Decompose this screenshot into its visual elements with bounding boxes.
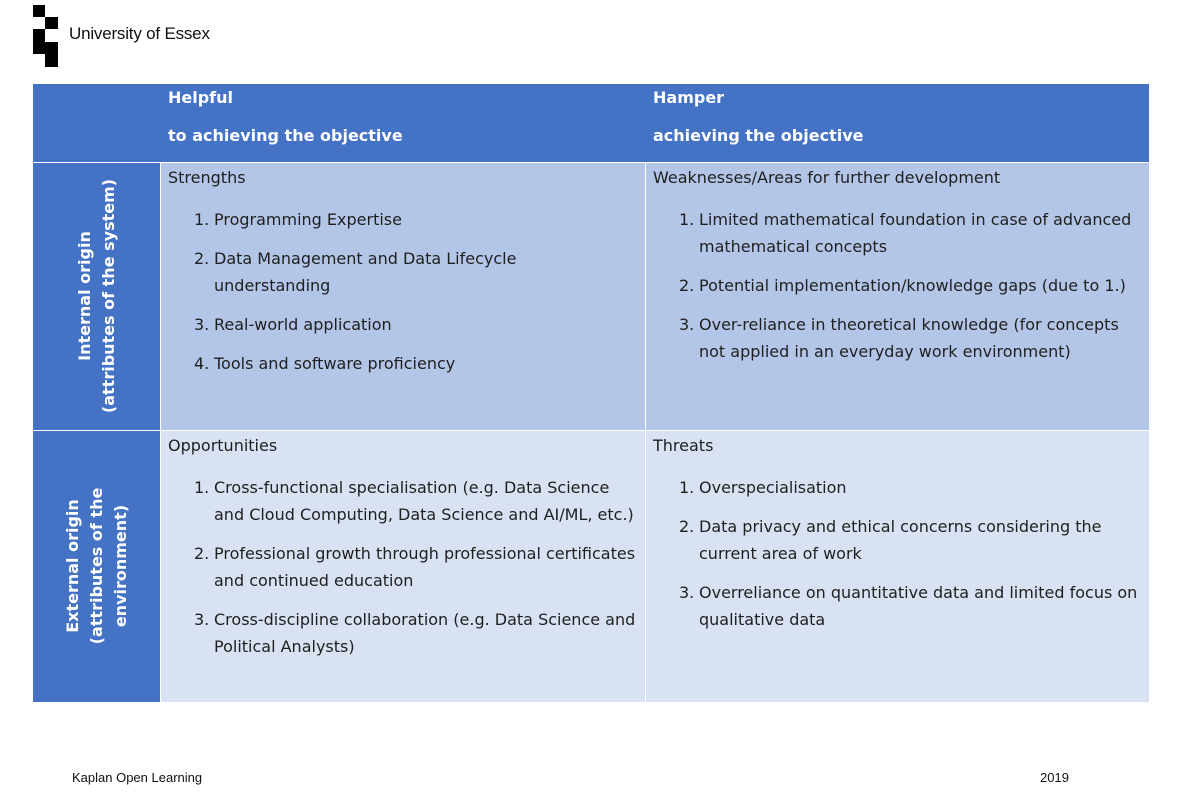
- strengths-cell: Strengths 1.Programming Expertise 2.Data…: [160, 162, 645, 430]
- row-header-external: External origin (attributes of the envir…: [33, 430, 160, 702]
- row-header-title: External origin: [62, 499, 82, 633]
- opportunities-cell: Opportunities 1.Cross-functional special…: [160, 430, 645, 702]
- column-header-title: Hamper: [653, 88, 725, 107]
- grid-divider: [160, 162, 161, 702]
- row-header-subtitle-cont: environment): [110, 504, 130, 628]
- list-item: 2.Professional growth through profession…: [194, 544, 636, 590]
- row-header-title: Internal origin: [74, 231, 94, 361]
- weaknesses-title: Weaknesses/Areas for further development: [653, 168, 1001, 187]
- strengths-list: 1.Programming Expertise 2.Data Managemen…: [168, 206, 637, 377]
- swot-table: Helpful to achieving the objective Hampe…: [33, 84, 1149, 702]
- row-header-subtitle: (attributes of the: [86, 487, 106, 645]
- footer-publisher: Kaplan Open Learning: [72, 770, 203, 785]
- threats-title: Threats: [653, 436, 714, 455]
- threats-cell: Threats 1.Overspecialisation 2.Data priv…: [645, 430, 1149, 702]
- column-header-subtitle: achieving the objective: [653, 126, 864, 145]
- column-header-title: Helpful: [168, 88, 234, 107]
- row-header-subtitle: (attributes of the system): [98, 178, 118, 414]
- logo-text: University of Essex: [69, 24, 210, 43]
- grid-divider: [33, 430, 1149, 431]
- list-item: 2.Potential implementation/knowledge gap…: [679, 276, 1126, 295]
- university-logo-icon: [33, 5, 63, 67]
- footer-year: 2019: [1040, 770, 1069, 785]
- list-item: 3.Overreliance on quantitative data and …: [679, 583, 1138, 629]
- list-item: 2.Data privacy and ethical concerns cons…: [679, 517, 1102, 563]
- column-header-hamper: Hamper achieving the objective: [645, 84, 1149, 162]
- list-item: 3.Real-world application: [194, 315, 392, 334]
- opportunities-title: Opportunities: [168, 436, 278, 455]
- weaknesses-cell: Weaknesses/Areas for further development…: [645, 162, 1149, 430]
- row-header-internal: Internal origin (attributes of the syste…: [33, 162, 160, 430]
- threats-list: 1.Overspecialisation 2.Data privacy and …: [653, 474, 1141, 633]
- weaknesses-list: 1.Limited mathematical foundation in cas…: [653, 206, 1141, 365]
- list-item: 3.Cross-discipline collaboration (e.g. D…: [194, 610, 636, 656]
- column-header-subtitle: to achieving the objective: [168, 126, 403, 145]
- list-item: 1.Limited mathematical foundation in cas…: [679, 210, 1132, 256]
- list-item: 1.Cross-functional specialisation (e.g. …: [194, 478, 634, 524]
- list-item: 3.Over-reliance in theoretical knowledge…: [679, 315, 1119, 361]
- list-item: 4.Tools and software proficiency: [194, 354, 456, 373]
- list-item: 2.Data Management and Data Lifecycle und…: [194, 249, 517, 295]
- table-corner-cell: [33, 84, 160, 162]
- list-item: 1.Programming Expertise: [194, 210, 402, 229]
- grid-divider: [645, 162, 646, 702]
- opportunities-list: 1.Cross-functional specialisation (e.g. …: [168, 474, 637, 660]
- list-item: 1.Overspecialisation: [679, 478, 847, 497]
- column-header-helpful: Helpful to achieving the objective: [160, 84, 645, 162]
- grid-divider: [33, 162, 1149, 163]
- strengths-title: Strengths: [168, 168, 246, 187]
